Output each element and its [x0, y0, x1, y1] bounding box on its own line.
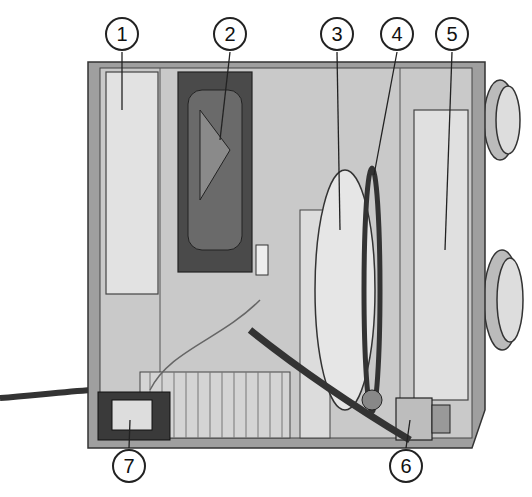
callout-number: 5 — [435, 17, 469, 51]
callout-number: 2 — [213, 17, 247, 51]
callout-text: 5 — [446, 24, 457, 44]
callout-number: 4 — [380, 17, 414, 51]
leader-lines — [122, 52, 452, 448]
callout-text: 3 — [331, 24, 342, 44]
callout-number: 1 — [105, 17, 139, 51]
duct-connectors — [484, 80, 523, 350]
side-panel — [414, 110, 468, 400]
callout-text: 2 — [224, 24, 235, 44]
callout-text: 6 — [400, 456, 411, 476]
callout-number: 7 — [112, 449, 146, 483]
fan — [178, 72, 268, 275]
flex-hose — [140, 330, 410, 440]
housing — [88, 62, 485, 448]
housing-interior — [100, 68, 472, 438]
callout-number: 6 — [389, 449, 423, 483]
drive-belt — [364, 168, 380, 412]
callout-text: 7 — [123, 456, 134, 476]
callout-text: 1 — [116, 24, 127, 44]
callout-number: 3 — [320, 17, 354, 51]
callout-text: 4 — [391, 24, 402, 44]
control-unit — [98, 300, 260, 440]
power-cable — [0, 390, 92, 398]
filter-panel — [106, 72, 158, 294]
